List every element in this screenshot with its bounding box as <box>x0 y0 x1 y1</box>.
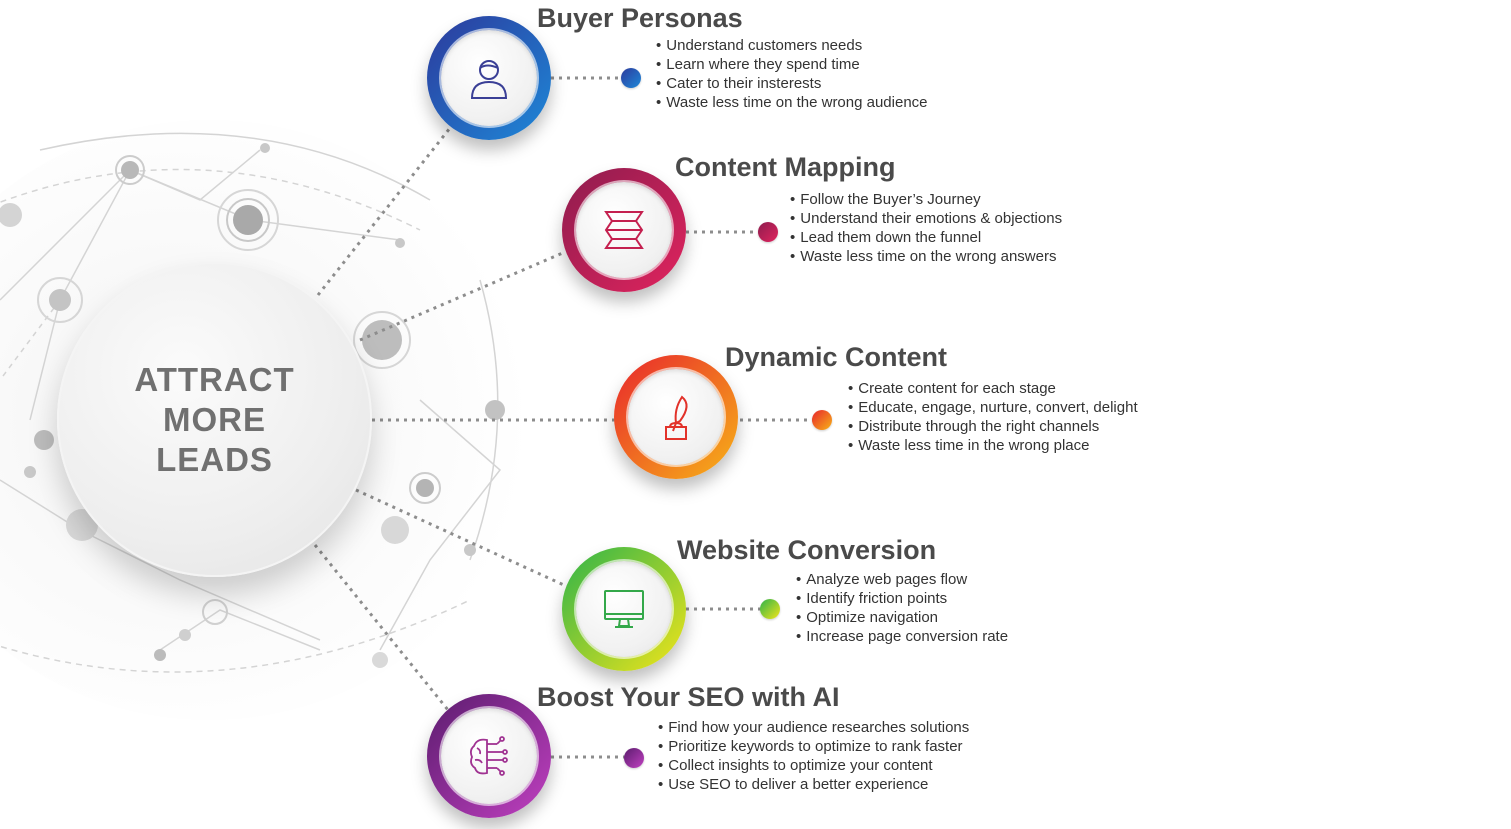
hub-connectors <box>313 127 616 711</box>
content-mapping-dot <box>758 222 778 242</box>
bullet-item: Waste less time on the wrong answers <box>790 247 1062 266</box>
bullet-item: Find how your audience researches soluti… <box>658 718 969 737</box>
dynamic-content-circle <box>614 355 738 479</box>
dynamic-content-bullets: Create content for each stage Educate, e… <box>848 379 1138 455</box>
bullet-item: Optimize navigation <box>796 608 1008 627</box>
website-conversion-circle <box>562 547 686 671</box>
quill-inkpot-icon <box>665 395 688 440</box>
bullet-item: Cater to their insterests <box>656 74 928 93</box>
buyer-personas-bullets: Understand customers needs Learn where t… <box>656 36 928 112</box>
buyer-personas-circle <box>427 16 551 140</box>
seo-ai-bullets: Find how your audience researches soluti… <box>658 718 969 794</box>
website-conversion-dot <box>760 599 780 619</box>
website-conversion-bullets: Analyze web pages flow Identify friction… <box>796 570 1008 646</box>
content-mapping-bullets: Follow the Buyer’s Journey Understand th… <box>790 190 1062 266</box>
bullet-item: Waste less time in the wrong place <box>848 436 1138 455</box>
bullet-item: Educate, engage, nurture, convert, delig… <box>848 398 1137 417</box>
globe-network-nodes <box>0 143 505 668</box>
hub-label: ATTRACT MORE LEADS <box>134 360 295 478</box>
seo-ai-title: Boost Your SEO with AI <box>537 682 840 712</box>
buyer-personas-dot <box>621 68 641 88</box>
bullet-item: Distribute through the right channels <box>848 417 1138 436</box>
content-mapping-title: Content Mapping <box>675 152 896 182</box>
seo-ai-dot <box>624 748 644 768</box>
dynamic-content-dot <box>812 410 832 430</box>
monitor-icon <box>604 590 644 628</box>
person-icon <box>470 60 508 99</box>
bullet-item: Use SEO to deliver a better experience <box>658 775 969 794</box>
bullet-item: Learn where they spend time <box>656 55 928 74</box>
buyer-personas-title: Buyer Personas <box>537 3 743 33</box>
seo-ai-circle <box>427 694 551 818</box>
content-mapping-circle <box>562 168 686 292</box>
bullet-item: Create content for each stage <box>848 379 1138 398</box>
website-conversion-title: Website Conversion <box>677 535 937 565</box>
dynamic-content-title: Dynamic Content <box>725 342 948 372</box>
bullet-item: Waste less time on the wrong audience <box>656 93 927 112</box>
bullet-item: Lead them down the funnel <box>790 228 1062 247</box>
bullet-item: Analyze web pages flow <box>796 570 1008 589</box>
bullet-item: Understand customers needs <box>656 36 928 55</box>
bullet-item: Increase page conversion rate <box>796 627 1008 646</box>
bullet-item: Identify friction points <box>796 589 1008 608</box>
bullet-item: Prioritize keywords to optimize to rank … <box>658 737 969 756</box>
bullet-item: Understand their emotions & objections <box>790 209 1062 228</box>
bullet-item: Follow the Buyer’s Journey <box>790 190 1062 209</box>
bullet-item: Collect insights to optimize your conten… <box>658 756 969 775</box>
folded-map-icon <box>604 211 644 249</box>
ai-brain-icon <box>469 736 508 776</box>
attract-more-leads-hub: ATTRACT MORE LEADS <box>57 262 372 577</box>
